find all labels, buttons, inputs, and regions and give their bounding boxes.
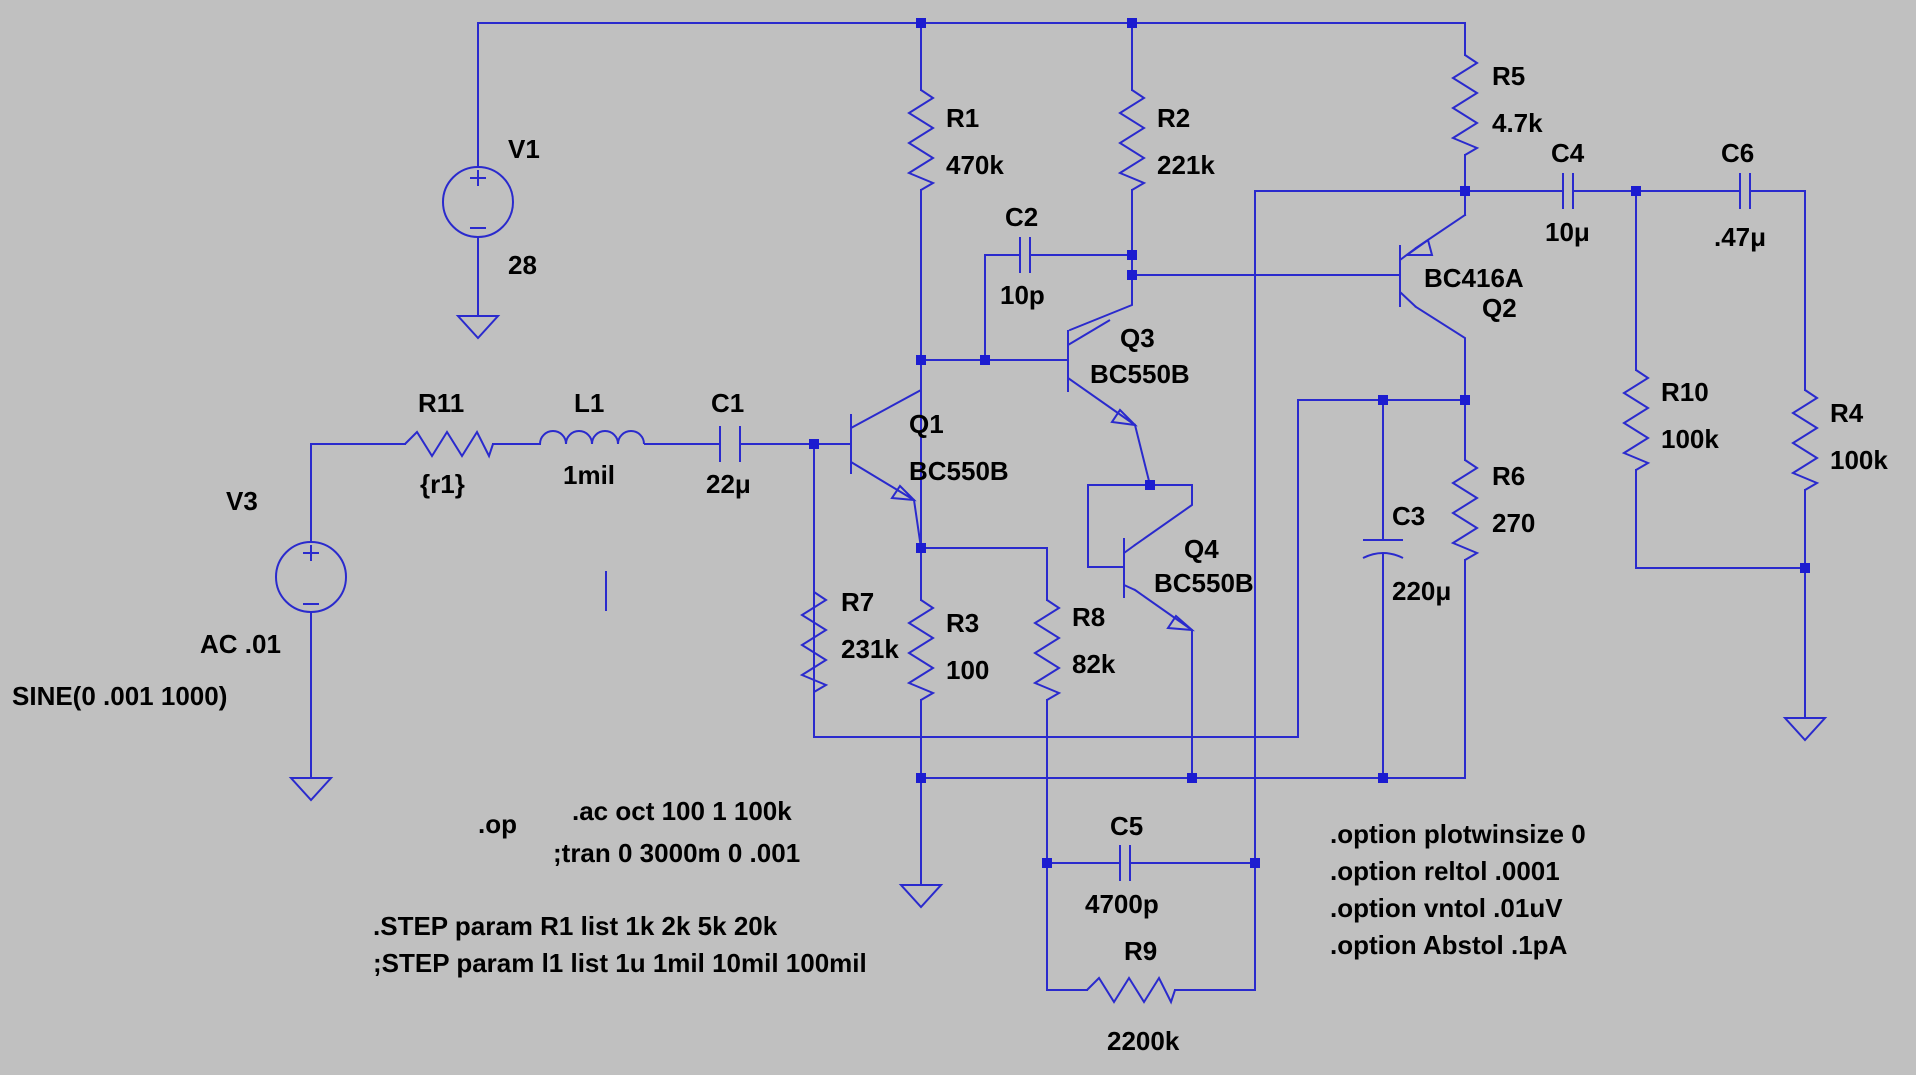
label-r11-name: R11 [418, 388, 464, 418]
label-r3-value: 100 [946, 655, 989, 685]
directive-tran[interactable]: ;tran 0 3000m 0 .001 [553, 838, 800, 868]
label-v1-value: 28 [508, 250, 537, 280]
label-r5-name: R5 [1492, 61, 1525, 91]
transistor-q1[interactable] [850, 360, 922, 549]
label-q4-model: BC550B [1154, 568, 1254, 598]
ground-r4 [1782, 717, 1828, 742]
label-r6-name: R6 [1492, 461, 1525, 491]
label-c1-value: 22μ [706, 469, 751, 499]
label-c6-value: .47μ [1714, 222, 1766, 252]
transistor-q4[interactable] [1123, 538, 1195, 632]
directive-step-l1[interactable]: ;STEP param l1 list 1u 1mil 10mil 100mil [373, 948, 867, 978]
label-r9-name: R9 [1124, 936, 1157, 966]
label-c2-value: 10p [1000, 280, 1045, 310]
directive-option[interactable]: .option plotwinsize 0 [1330, 819, 1586, 849]
label-c4-value: 10μ [1545, 217, 1590, 247]
label-q1-name: Q1 [909, 409, 944, 439]
directive-option[interactable]: .option Abstol .1pA [1330, 930, 1568, 960]
resistor-r5[interactable] [1450, 54, 1480, 156]
capacitor-c1[interactable] [719, 426, 741, 462]
label-r8-name: R8 [1072, 602, 1105, 632]
label-c4-name: C4 [1551, 138, 1585, 168]
directive-op[interactable]: .op [478, 809, 517, 839]
label-r8-value: 82k [1072, 649, 1116, 679]
resistor-r9[interactable] [1086, 975, 1176, 1005]
label-r4-name: R4 [1830, 398, 1864, 428]
label-v3-value: AC .01 [200, 629, 281, 659]
directive-ac[interactable]: .ac oct 100 1 100k [572, 796, 792, 826]
label-c3-name: C3 [1392, 501, 1425, 531]
label-q3-name: Q3 [1120, 323, 1155, 353]
label-v3-sine: SINE(0 .001 1000) [12, 681, 227, 711]
transistor-q3[interactable] [1067, 319, 1138, 427]
label-q2-name: Q2 [1482, 293, 1517, 323]
label-r7-name: R7 [841, 587, 874, 617]
label-c5-name: C5 [1110, 811, 1143, 841]
capacitor-c2[interactable] [1019, 237, 1031, 273]
directive-option[interactable]: .option vntol .01uV [1330, 893, 1563, 923]
label-c2-name: C2 [1005, 202, 1038, 232]
label-c5-value: 4700p [1085, 889, 1159, 919]
directive-option[interactable]: .option reltol .0001 [1330, 856, 1560, 886]
capacitor-c6[interactable] [1739, 173, 1751, 209]
label-c3-value: 220μ [1392, 576, 1451, 606]
label-v1-name: V1 [508, 134, 540, 164]
label-r6-value: 270 [1492, 508, 1535, 538]
label-r2-value: 221k [1157, 150, 1215, 180]
resistor-r1[interactable] [906, 89, 936, 191]
resistor-r10[interactable] [1621, 369, 1651, 471]
label-q4-name: Q4 [1184, 534, 1219, 564]
inductor-l1[interactable] [539, 430, 645, 445]
capacitor-c4[interactable] [1562, 173, 1574, 209]
label-q1-model: BC550B [909, 456, 1009, 486]
label-r5-value: 4.7k [1492, 108, 1543, 138]
label-v3-name: V3 [226, 486, 258, 516]
label-r9-value: 2200k [1107, 1026, 1180, 1056]
resistor-r8[interactable] [1032, 599, 1062, 701]
resistor-r4[interactable] [1790, 389, 1820, 491]
label-c1-name: C1 [711, 388, 744, 418]
transistor-q2[interactable] [1399, 238, 1434, 308]
resistor-r11[interactable] [404, 429, 494, 459]
ground-v1 [455, 315, 501, 340]
label-q3-model: BC550B [1090, 359, 1190, 389]
capacitor-c5[interactable] [1119, 845, 1131, 881]
label-r11-value: {r1} [420, 469, 465, 499]
label-r2-name: R2 [1157, 103, 1190, 133]
label-r1-value: 470k [946, 150, 1004, 180]
resistor-r6[interactable] [1450, 459, 1480, 561]
label-l1-name: L1 [574, 388, 604, 418]
label-q2-model: BC416A [1424, 263, 1524, 293]
voltage-source-v3[interactable] [275, 541, 347, 613]
label-r10-value: 100k [1661, 424, 1719, 454]
label-r7-value: 231k [841, 634, 899, 664]
label-r4-value: 100k [1830, 445, 1888, 475]
ground-v3 [288, 777, 334, 802]
directive-step-r1[interactable]: .STEP param R1 list 1k 2k 5k 20k [373, 911, 778, 941]
voltage-source-v1[interactable] [442, 166, 514, 238]
label-l1-value: 1mil [563, 460, 615, 490]
label-r3-name: R3 [946, 608, 979, 638]
junction-dots [809, 18, 1810, 868]
label-c6-name: C6 [1721, 138, 1754, 168]
ground-r3 [898, 884, 944, 909]
label-r10-name: R10 [1661, 377, 1709, 407]
resistor-r2[interactable] [1117, 89, 1147, 191]
resistor-r7[interactable] [799, 591, 829, 693]
label-r1-name: R1 [946, 103, 979, 133]
resistor-r3[interactable] [906, 599, 936, 701]
capacitor-c3[interactable] [1362, 539, 1404, 559]
